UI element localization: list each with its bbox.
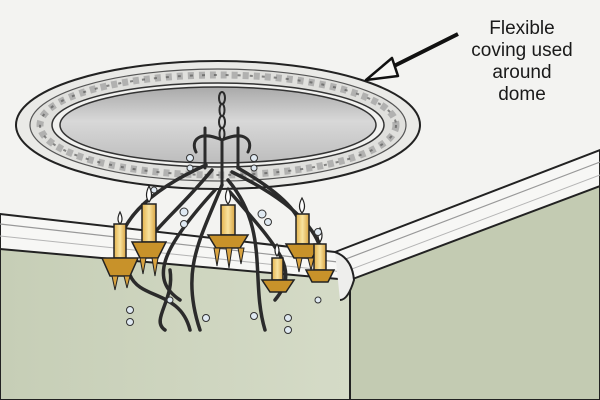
candle-left-inner: [130, 184, 168, 259]
chandelier-chain: [218, 91, 226, 141]
candle-front-right: [260, 242, 296, 293]
arrow: [364, 32, 459, 82]
callout-label: Flexible coving used around dome: [452, 18, 592, 106]
callout-line-4: dome: [498, 84, 546, 105]
candle-center: [206, 186, 250, 249]
callout-line-2: coving used: [471, 40, 573, 61]
callout-line-3: around: [492, 62, 552, 83]
gold-pendants: [111, 247, 315, 291]
chandelier-arms: [116, 163, 324, 332]
chandelier: [100, 91, 336, 334]
dome: [59, 86, 377, 164]
candle-left: [100, 210, 140, 277]
crystal-drops: [126, 154, 322, 334]
callout-line-1: Flexible: [489, 18, 555, 39]
